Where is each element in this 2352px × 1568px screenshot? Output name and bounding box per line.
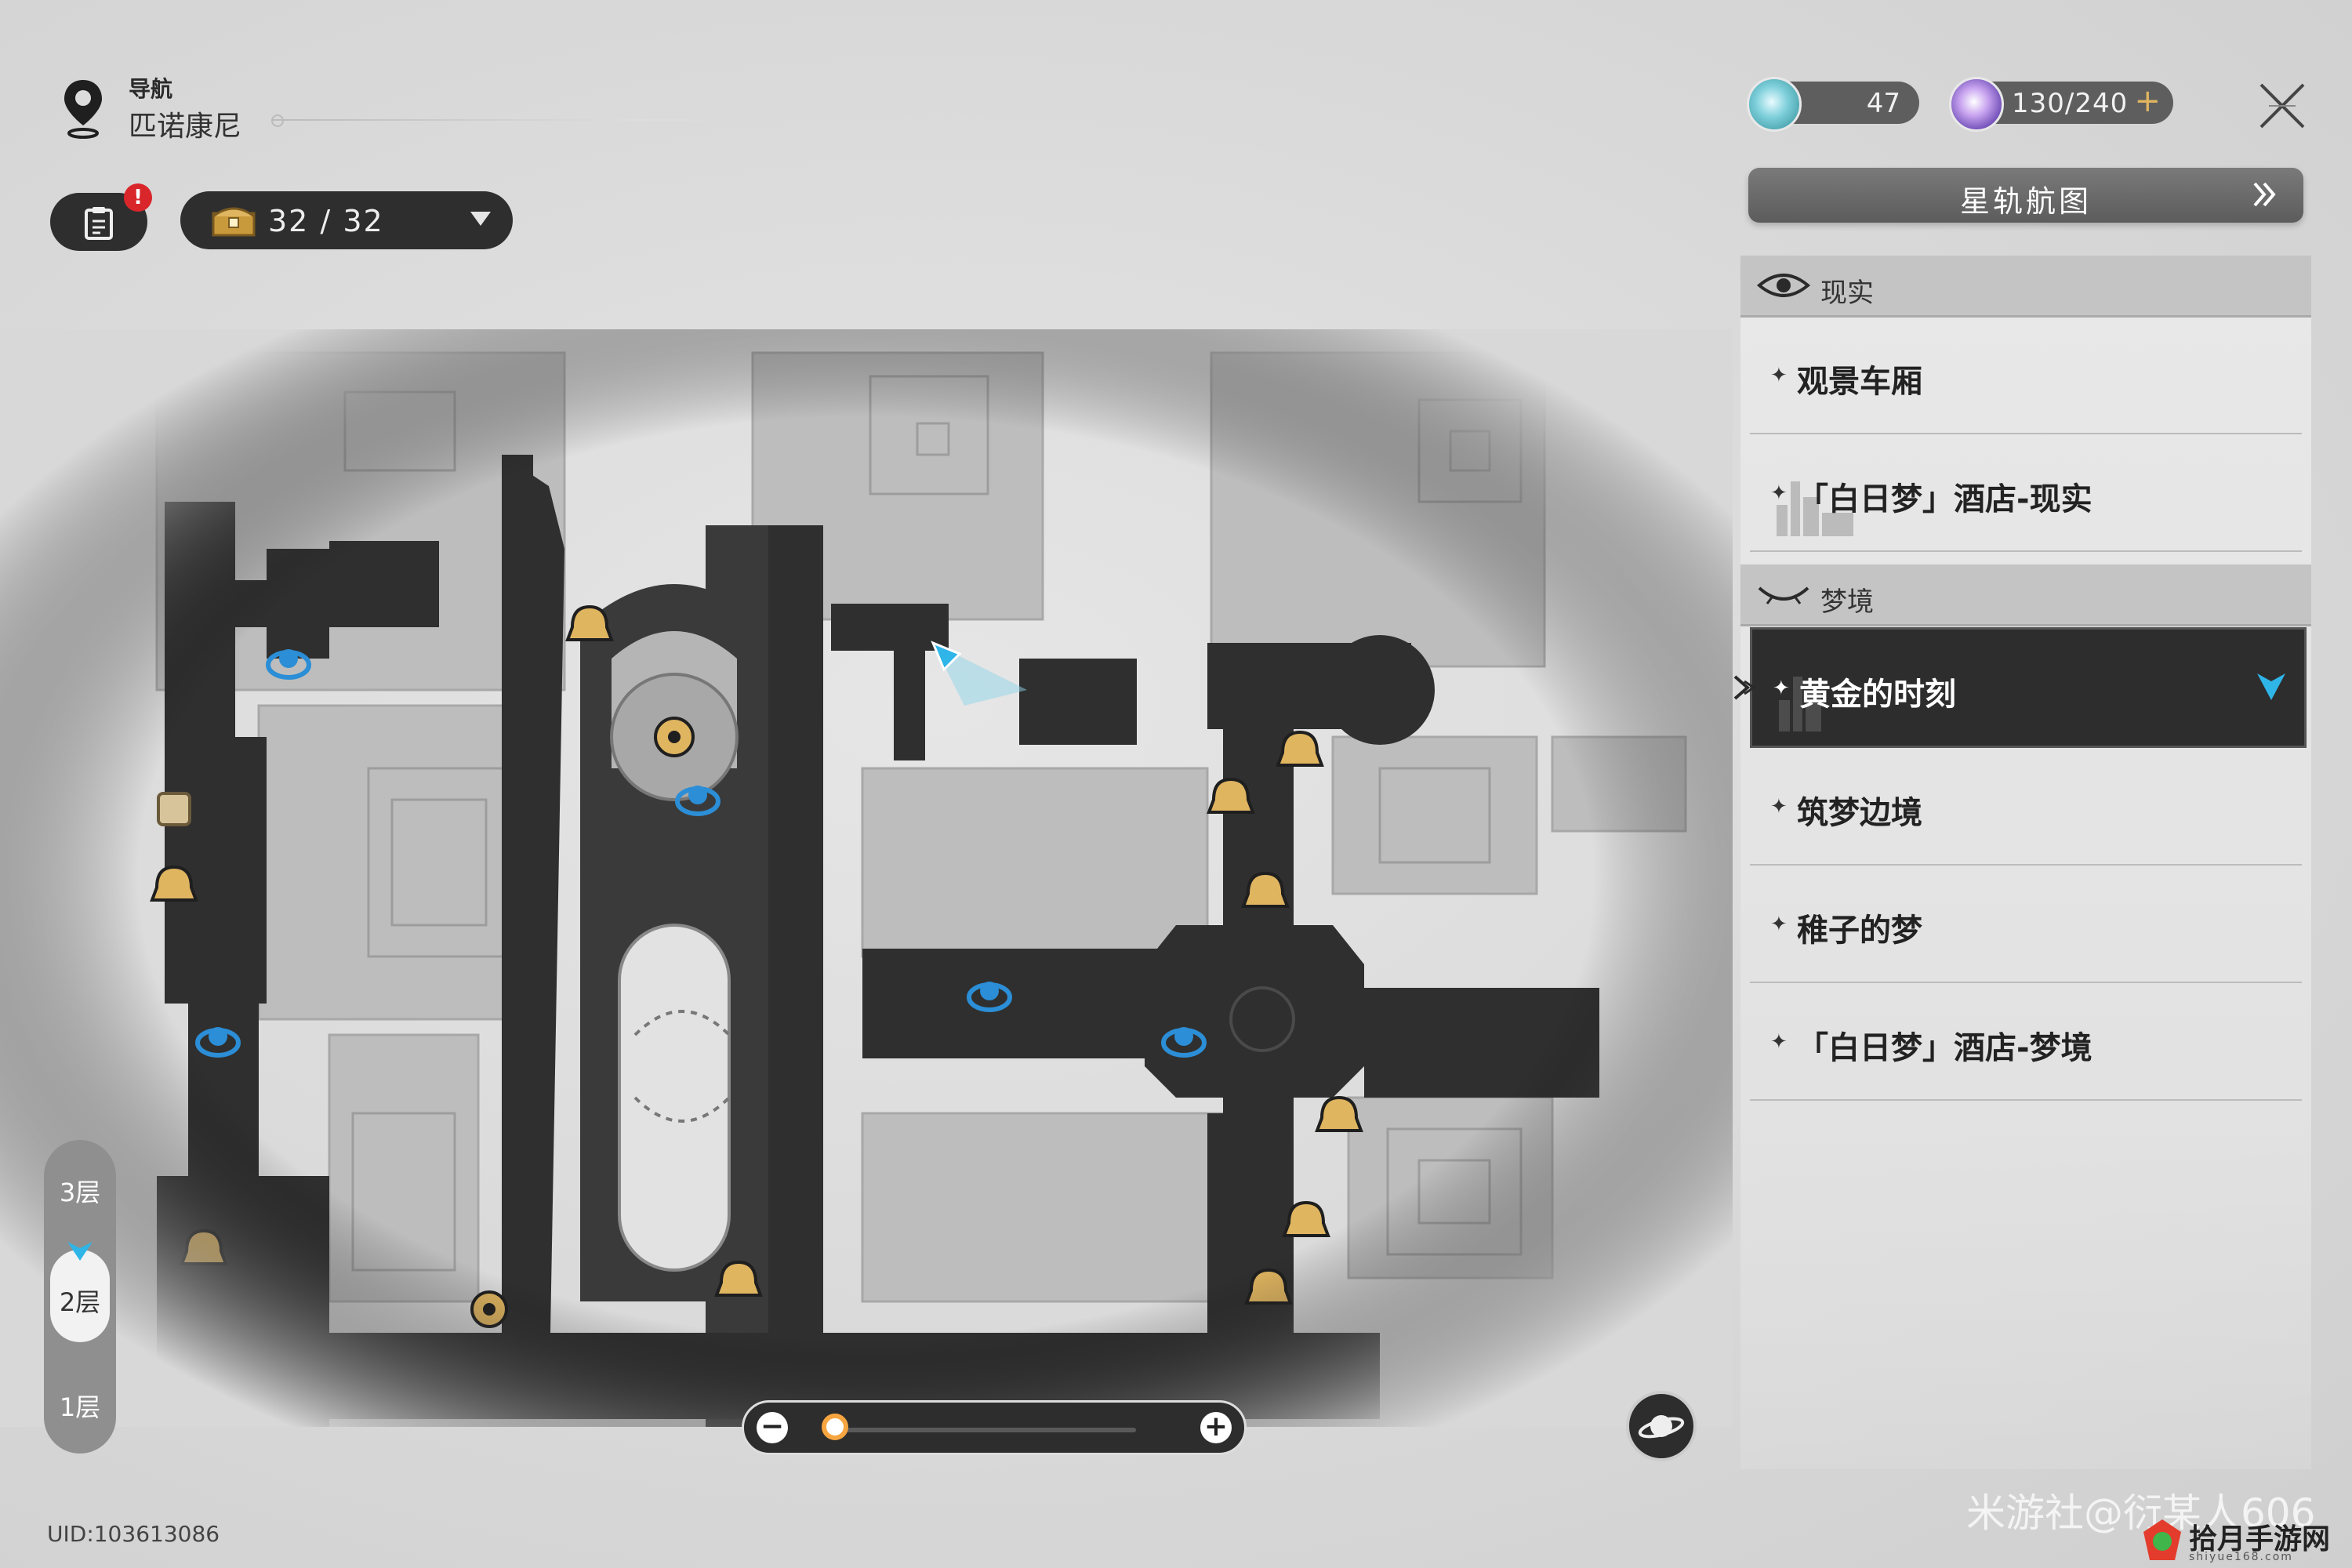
region-item-hotel-reality[interactable]: ✦ 「白日梦」酒店-现实 (1750, 434, 2302, 552)
sparkle-icon: ✦ (1770, 481, 1788, 505)
planet-icon (1638, 1415, 1685, 1439)
sparkle-icon: ✦ (1770, 1030, 1788, 1054)
pointer-icon (1733, 675, 1756, 700)
zoom-in-button[interactable]: + (1200, 1412, 1232, 1443)
floor-2-label: 2层 (59, 1287, 101, 1317)
section-header-dream: 梦境 (1740, 564, 2311, 626)
section-title-dream: 梦境 (1820, 586, 1874, 618)
map-canvas[interactable] (0, 329, 1733, 1427)
location-pin-icon (64, 80, 102, 139)
current-location: 匹诺康尼 (129, 111, 242, 143)
divider-line (273, 119, 728, 121)
sparkle-icon: ✦ (1773, 677, 1790, 700)
region-item-label: 「白日梦」酒店-梦境 (1797, 1030, 2092, 1066)
trailblaze-power-value: 130/240 (2012, 88, 2129, 119)
close-icon[interactable] (2255, 78, 2310, 133)
treasure-chest-icon (212, 207, 256, 237)
star-rail-map-button[interactable]: 星轨航图 (1748, 168, 2303, 223)
region-item-observation-car[interactable]: ✦ 观景车厢 (1750, 317, 2302, 434)
double-chevron-right-icon (2253, 182, 2276, 207)
section-header-reality: 现实 (1740, 256, 2311, 318)
sparkle-icon: ✦ (1770, 913, 1788, 936)
region-item-hotel-dream[interactable]: ✦ 「白日梦」酒店-梦境 (1750, 983, 2302, 1101)
star-rail-map-label: 星轨航图 (1959, 184, 2092, 219)
site-url: shiyue168.com (2189, 1551, 2293, 1563)
skyline-icon (1779, 677, 1821, 731)
region-item-label: 稚子的梦 (1797, 913, 1922, 949)
trailblaze-power-icon (1949, 77, 2004, 132)
alert-badge: ! (124, 183, 152, 212)
region-list-panel: 现实 ✦ 观景车厢 ✦ 「白日梦」酒店-现实 梦境 ✦ (1733, 256, 2311, 1469)
reserved-power-icon (1747, 77, 1802, 132)
floor-3-button[interactable]: 3层 (59, 1178, 101, 1207)
sparkle-icon: ✦ (1770, 364, 1788, 387)
location-marker-icon (2257, 673, 2285, 700)
site-name: 拾月手游网 (2189, 1523, 2331, 1555)
chevron-down-icon[interactable] (470, 212, 491, 226)
closed-eye-icon (1758, 586, 1809, 604)
skyline-icon (1777, 481, 1853, 536)
reserved-power-counter[interactable]: 47 (1747, 77, 1919, 132)
site-logo: 拾月手游网 shiyue168.com (2140, 1512, 2352, 1568)
trailblaze-power-counter[interactable]: 130/240 + (1949, 77, 2173, 132)
navigation-label: 导航 (129, 76, 173, 102)
planet-button[interactable] (1626, 1391, 1697, 1461)
floor-1-button[interactable]: 1层 (59, 1392, 101, 1422)
zoom-control: − + (742, 1400, 1247, 1455)
sparkle-icon: ✦ (1770, 795, 1788, 818)
region-item-label: 筑梦边境 (1797, 795, 1922, 831)
site-logo-icon (2143, 1519, 2181, 1560)
user-id: UID:103613086 (47, 1521, 220, 1547)
region-item-label: 黄金的时刻 (1799, 677, 1956, 713)
zoom-slider-handle[interactable] (821, 1414, 848, 1440)
reserved-power-value: 47 (1866, 88, 1900, 119)
region-item-golden-hour[interactable]: ✦ 黄金的时刻 (1733, 627, 2307, 748)
floor-2-button[interactable]: 2层 (50, 1250, 110, 1342)
current-floor-marker-icon (67, 1242, 93, 1261)
chest-counter-dropdown[interactable]: 32 / 32 (180, 191, 513, 249)
clipboard-icon (85, 207, 113, 240)
add-power-button[interactable]: + (2134, 83, 2161, 119)
region-item-label: 「白日梦」酒店-现实 (1797, 481, 2092, 517)
map-edge-fade (0, 329, 1733, 1427)
region-item-label: 观景车厢 (1797, 364, 1922, 400)
region-item-childs-dream[interactable]: ✦ 稚子的梦 (1750, 866, 2302, 983)
divider-dot (271, 114, 284, 127)
region-item-dream-edge[interactable]: ✦ 筑梦边境 (1750, 748, 2302, 866)
zoom-track[interactable] (826, 1428, 1136, 1432)
watermark: 米游社@衍某人606 (1966, 1490, 2316, 1536)
zoom-out-button[interactable]: − (757, 1412, 788, 1443)
floor-selector: 3层 2层 1层 (44, 1140, 116, 1454)
eye-icon (1756, 274, 1811, 297)
chest-count: 32 / 32 (268, 204, 384, 238)
section-title-reality: 现实 (1820, 278, 1874, 309)
